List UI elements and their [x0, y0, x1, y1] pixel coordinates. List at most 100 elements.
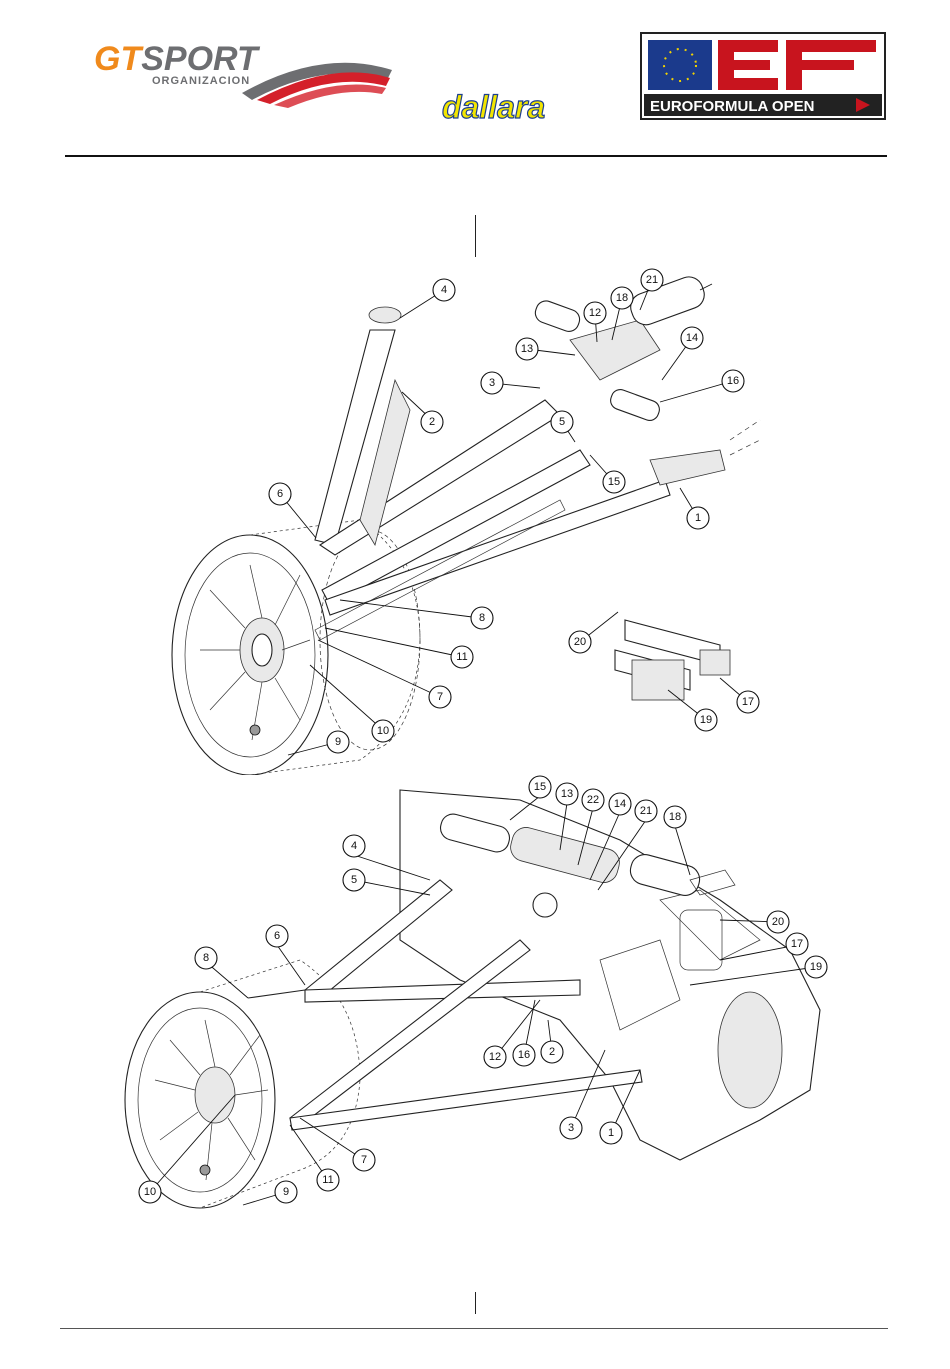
callout-17: 17	[737, 691, 759, 713]
gtsport-logo: GTSPORT ORGANIZACION	[92, 38, 392, 108]
svg-text:15: 15	[608, 476, 620, 488]
callout-6: 6	[269, 483, 291, 505]
svg-text:4: 4	[351, 840, 357, 852]
sport-letters: SPORT	[141, 40, 261, 78]
callout-10: 10	[139, 1181, 161, 1203]
third-element-assembly	[615, 620, 730, 700]
svg-text:5: 5	[559, 416, 565, 428]
svg-text:20: 20	[574, 636, 586, 648]
callout-21: 21	[641, 269, 663, 291]
svg-text:3: 3	[568, 1122, 574, 1134]
callout-18: 18	[611, 287, 633, 309]
svg-text:16: 16	[727, 375, 739, 387]
svg-text:21: 21	[640, 805, 652, 817]
svg-text:15: 15	[534, 781, 546, 793]
svg-text:18: 18	[669, 811, 681, 823]
svg-text:GTSPORT: GTSPORT	[94, 40, 261, 78]
callout-3: 3	[560, 1117, 582, 1139]
svg-text:18: 18	[616, 292, 628, 304]
eu-flag-icon	[648, 40, 712, 90]
euroformula-open-logo: EUROFORMULA OPEN	[640, 32, 886, 120]
callout-4: 4	[433, 279, 455, 301]
callout-21: 21	[635, 800, 657, 822]
svg-text:1: 1	[608, 1127, 614, 1139]
callout-4: 4	[343, 835, 365, 857]
callout-18: 18	[664, 806, 686, 828]
suspension-diagram-exploded: 4 2 3 5 15 1 6 8 11 7 10 9 13 12 18 21 1…	[0, 265, 950, 775]
callout-11: 11	[317, 1169, 339, 1191]
callout-5: 5	[343, 869, 365, 891]
svg-text:19: 19	[700, 714, 712, 726]
callout-7: 7	[353, 1149, 375, 1171]
callout-22: 22	[582, 789, 604, 811]
callout-19: 19	[805, 956, 827, 978]
svg-text:6: 6	[274, 930, 280, 942]
header-rule	[65, 155, 887, 157]
svg-text:2: 2	[429, 416, 435, 428]
svg-text:17: 17	[742, 696, 754, 708]
callout-8: 8	[195, 947, 217, 969]
callout-5: 5	[551, 411, 573, 433]
gt-logo-sub: ORGANIZACION	[152, 75, 250, 87]
callout-16: 16	[513, 1044, 535, 1066]
svg-text:12: 12	[489, 1051, 501, 1063]
callout-9: 9	[275, 1181, 297, 1203]
ef-logo-text: EUROFORMULA OPEN	[650, 98, 814, 115]
svg-text:2: 2	[549, 1046, 555, 1058]
footer-rule	[60, 1328, 888, 1329]
svg-text:4: 4	[441, 284, 447, 296]
callout-14: 14	[609, 793, 631, 815]
callout-14: 14	[681, 327, 703, 349]
callout-10: 10	[372, 720, 394, 742]
callout-12: 12	[484, 1046, 506, 1068]
dallara-logo: dallara	[440, 88, 575, 128]
callout-15: 15	[603, 471, 625, 493]
callout-20: 20	[767, 911, 789, 933]
center-mark-top	[475, 215, 476, 257]
gt-letters: GT	[94, 40, 144, 78]
callout-8: 8	[471, 607, 493, 629]
suspension-diagram-assembled: 15 13 22 14 21 18 4 5 6 8 20 17 19 12 16…	[0, 770, 950, 1220]
svg-text:5: 5	[351, 874, 357, 886]
svg-text:8: 8	[479, 612, 485, 624]
svg-text:3: 3	[489, 377, 495, 389]
callout-9: 9	[327, 731, 349, 753]
callout-13: 13	[556, 783, 578, 805]
svg-text:7: 7	[361, 1154, 367, 1166]
svg-text:1: 1	[695, 512, 701, 524]
svg-text:9: 9	[283, 1186, 289, 1198]
callout-1: 1	[687, 507, 709, 529]
callout-7: 7	[429, 686, 451, 708]
callout-2: 2	[421, 411, 443, 433]
callout-13: 13	[516, 338, 538, 360]
center-mark-bottom	[475, 1292, 476, 1314]
svg-text:16: 16	[518, 1049, 530, 1061]
gtsport-swoosh	[242, 63, 392, 108]
callout-16: 16	[722, 370, 744, 392]
callout-12: 12	[584, 302, 606, 324]
callout-20: 20	[569, 631, 591, 653]
svg-text:12: 12	[589, 307, 601, 319]
svg-text:10: 10	[144, 1186, 156, 1198]
svg-text:19: 19	[810, 961, 822, 973]
svg-text:11: 11	[456, 651, 467, 663]
callout-2: 2	[541, 1041, 563, 1063]
callout-19: 19	[695, 709, 717, 731]
svg-text:8: 8	[203, 952, 209, 964]
callout-6: 6	[266, 925, 288, 947]
svg-text:14: 14	[686, 332, 698, 344]
svg-text:13: 13	[521, 343, 533, 355]
svg-text:10: 10	[377, 725, 389, 737]
svg-text:7: 7	[437, 691, 443, 703]
svg-text:13: 13	[561, 788, 573, 800]
callout-11: 11	[451, 646, 473, 668]
callout-15: 15	[529, 776, 551, 798]
callout-3: 3	[481, 372, 503, 394]
dallara-logo-text: dallara	[442, 89, 545, 125]
svg-text:9: 9	[335, 736, 341, 748]
svg-text:14: 14	[614, 798, 626, 810]
callout-17: 17	[786, 933, 808, 955]
svg-text:20: 20	[772, 916, 784, 928]
svg-text:6: 6	[277, 488, 283, 500]
callout-1: 1	[600, 1122, 622, 1144]
